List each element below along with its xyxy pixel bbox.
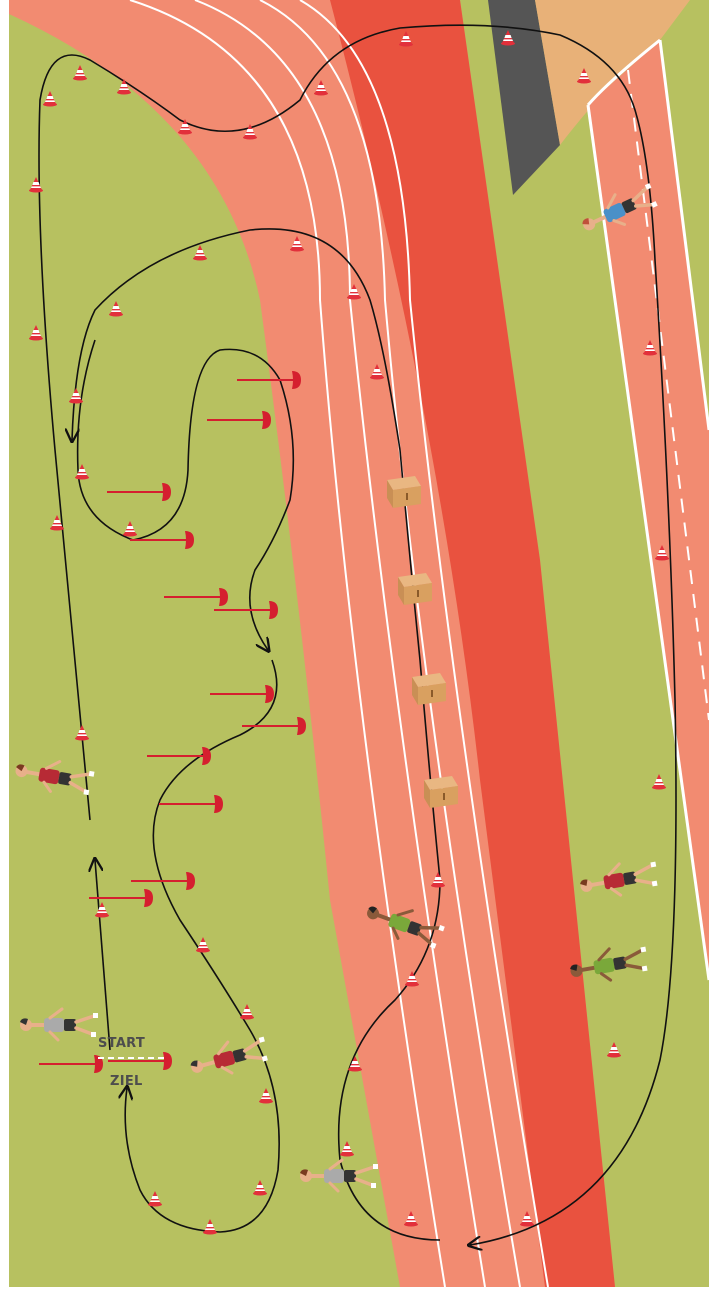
vault-box-icon: [387, 476, 421, 508]
finish-label: ZIEL: [110, 1074, 143, 1089]
start-label: START: [98, 1036, 145, 1051]
vault-box-icon: [424, 776, 458, 808]
vault-box-icon: [398, 573, 432, 605]
vault-box-icon: [412, 673, 446, 705]
